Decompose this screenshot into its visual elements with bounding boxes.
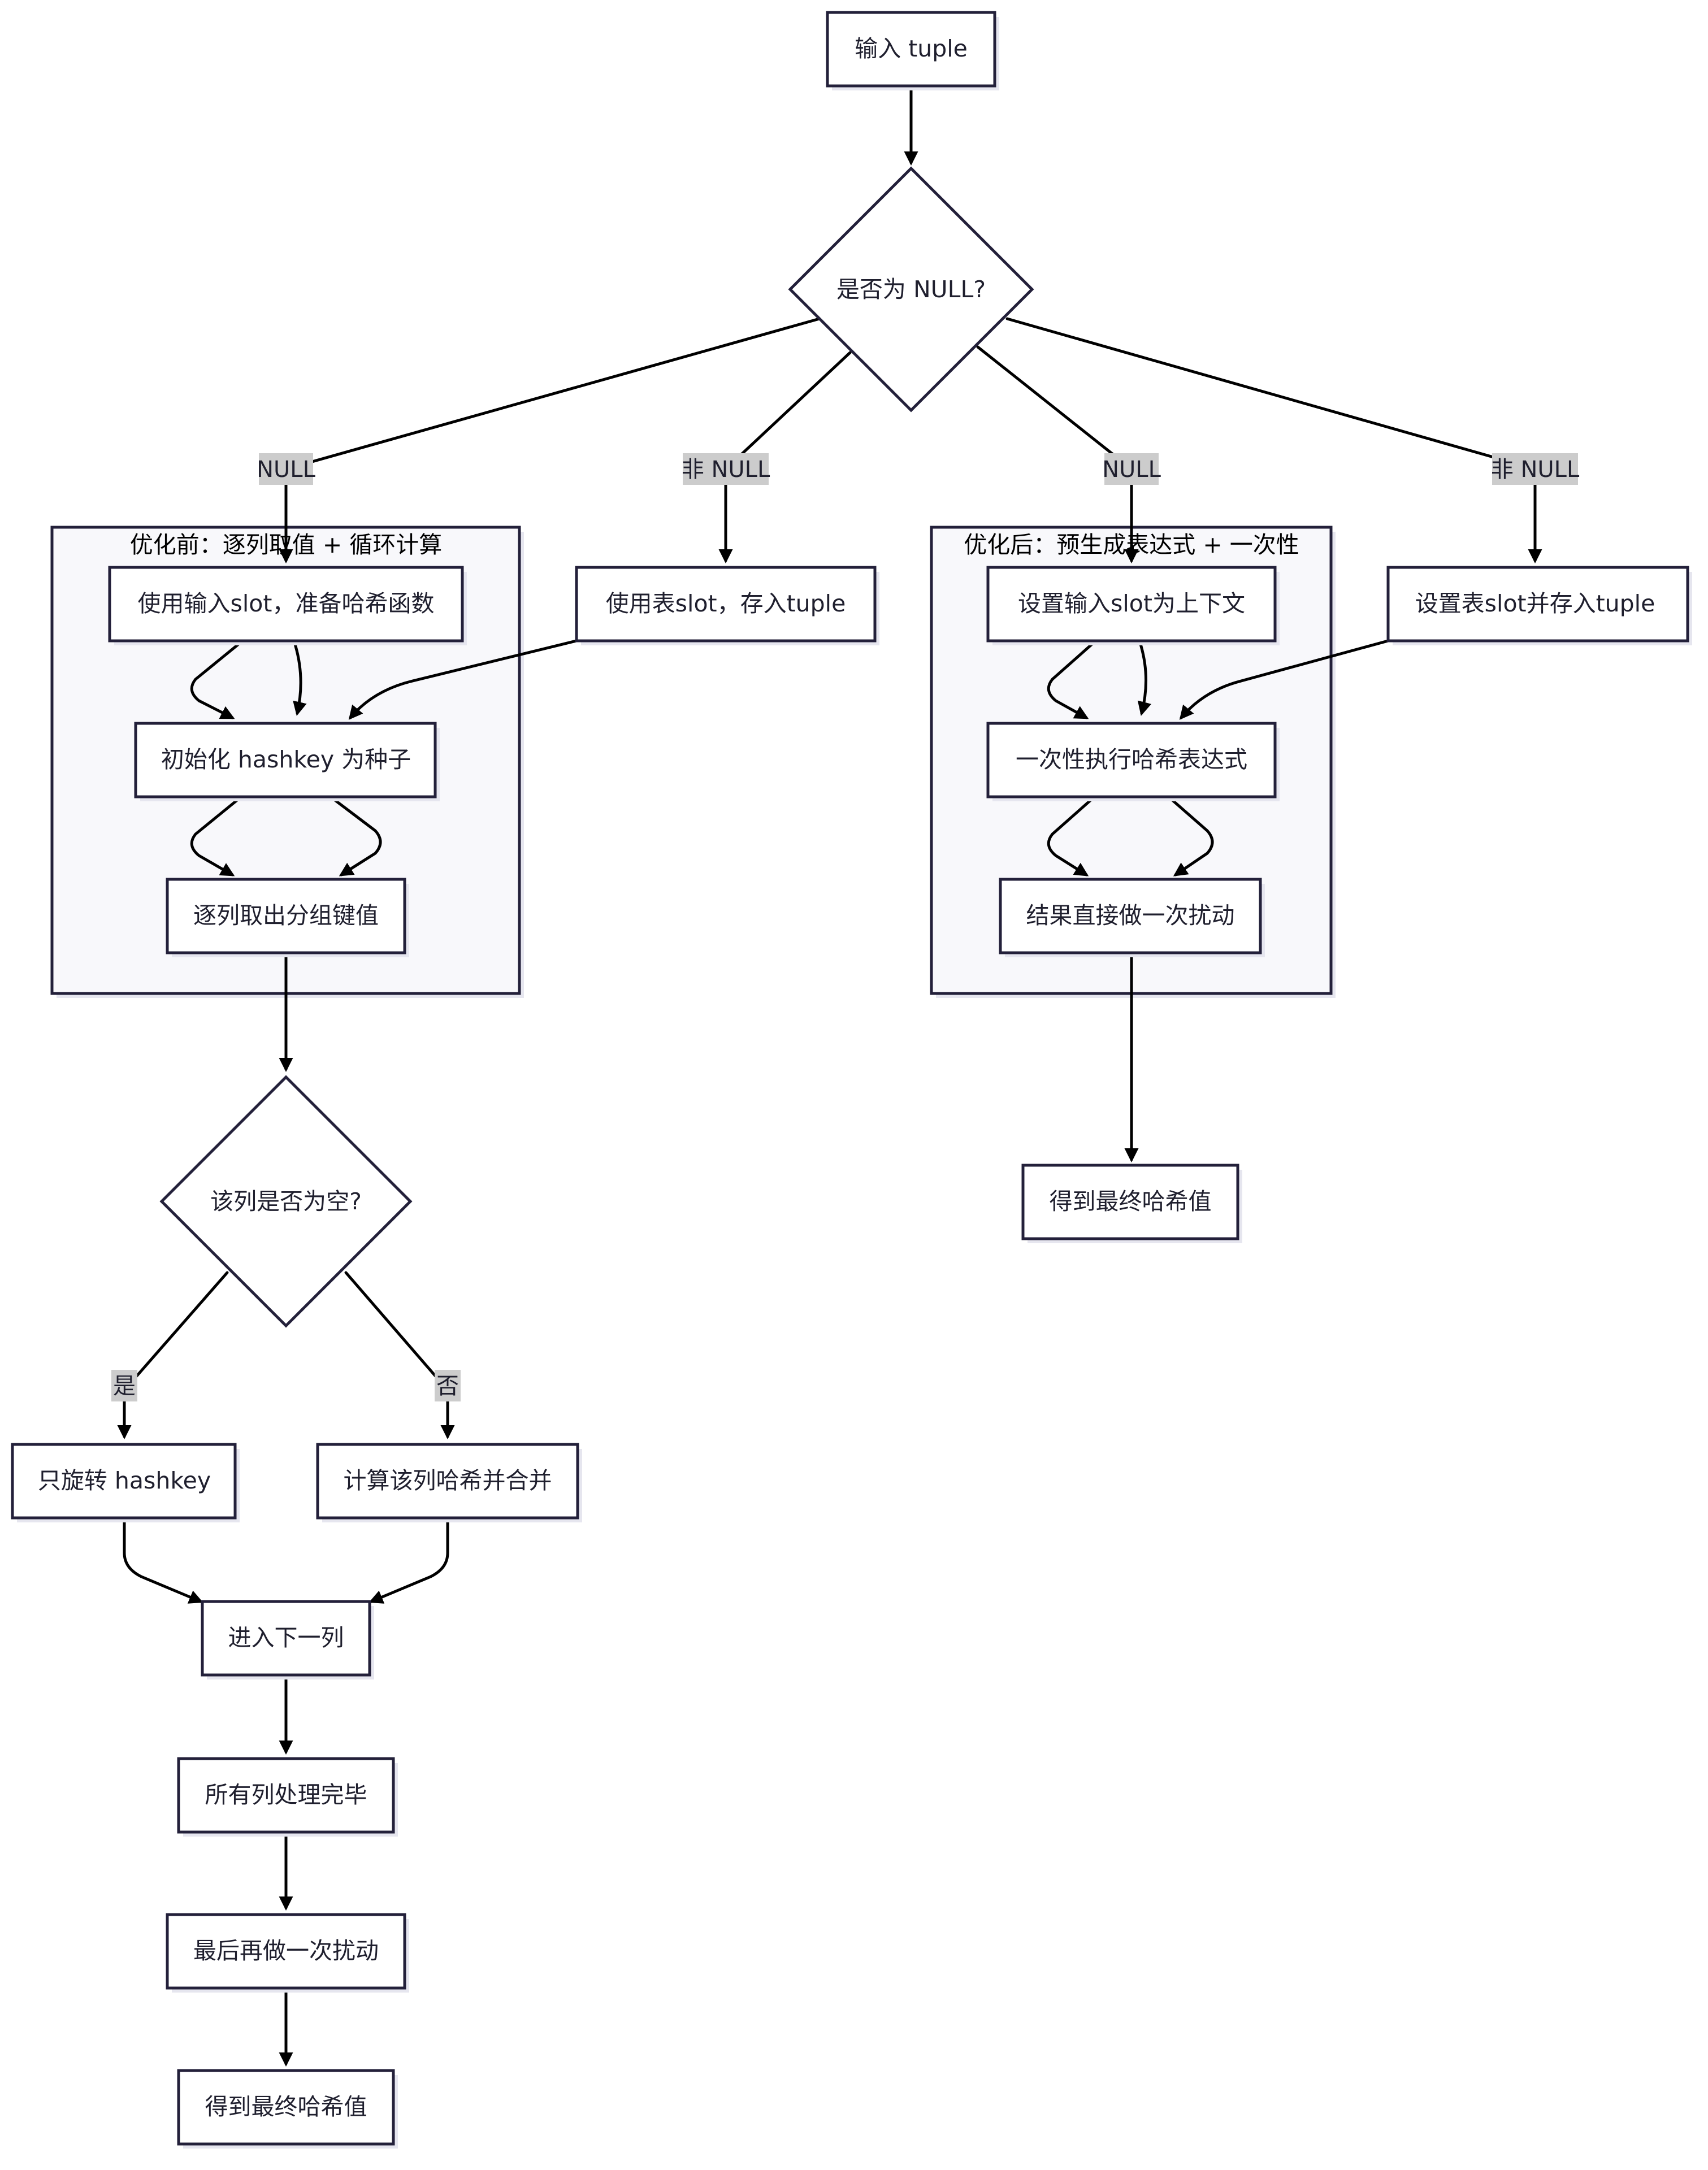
svg-text:使用表slot，存入tuple: 使用表slot，存入tuple <box>606 590 846 617</box>
node-use-table-slot: 使用表slot，存入tuple <box>575 566 879 645</box>
node-init-hashkey: 初始化 hashkey 为种子 <box>134 722 440 801</box>
edge-label-notnull-right: 非 NULL <box>1491 453 1580 485</box>
svg-text:只旋转 hashkey: 只旋转 hashkey <box>38 1467 211 1494</box>
edge-ctx-to-exec-a <box>1047 643 1094 719</box>
edge-label-null-left: NULL <box>257 453 316 485</box>
edge-label-yes: 是 <box>111 1370 137 1401</box>
svg-text:设置输入slot为上下文: 设置输入slot为上下文 <box>1018 590 1245 617</box>
node-use-input-slot: 使用输入slot，准备哈希函数 <box>108 566 467 645</box>
svg-text:输入 tuple: 输入 tuple <box>855 35 968 62</box>
node-is-null-decision: 是否为 NULL? <box>788 166 1034 413</box>
svg-text:是否为 NULL?: 是否为 NULL? <box>836 276 986 303</box>
svg-text:得到最终哈希值: 得到最终哈希值 <box>1050 1188 1212 1215</box>
edge-label-no: 否 <box>435 1370 461 1401</box>
edge-label-null-right: NULL <box>1102 453 1161 485</box>
edges <box>117 86 1542 2067</box>
node-final-hash-right: 得到最终哈希值 <box>1021 1164 1242 1243</box>
svg-text:进入下一列: 进入下一列 <box>228 1624 344 1651</box>
svg-text:是: 是 <box>113 1373 136 1399</box>
svg-text:初始化 hashkey 为种子: 初始化 hashkey 为种子 <box>161 746 411 773</box>
node-rotate-only: 只旋转 hashkey <box>11 1443 240 1522</box>
svg-text:否: 否 <box>436 1373 459 1399</box>
svg-text:最后再做一次扰动: 最后再做一次扰动 <box>193 1937 379 1964</box>
svg-text:NULL: NULL <box>257 457 315 483</box>
edge-exec-to-perturb-b <box>1169 797 1214 876</box>
node-final-perturb: 最后再做一次扰动 <box>166 1913 409 1993</box>
svg-text:计算该列哈希并合并: 计算该列哈希并合并 <box>344 1467 552 1494</box>
edge-rotate-to-next <box>123 1520 203 1604</box>
edge-empty-no <box>344 1271 455 1439</box>
edge-decision-null-left <box>279 317 821 563</box>
edge-init-to-fetch-a <box>190 797 240 876</box>
svg-text:得到最终哈希值: 得到最终哈希值 <box>205 2093 367 2120</box>
svg-text:所有列处理完毕: 所有列处理完毕 <box>205 1781 367 1808</box>
svg-text:非 NULL: 非 NULL <box>682 457 770 483</box>
node-compute-merge: 计算该列哈希并合并 <box>316 1443 582 1522</box>
node-input: 输入 tuple <box>826 11 999 90</box>
svg-text:非 NULL: 非 NULL <box>1491 457 1580 483</box>
node-col-is-empty-decision: 该列是否为空? <box>159 1075 413 1328</box>
edge-init-to-fetch-b <box>332 797 382 876</box>
node-all-done: 所有列处理完毕 <box>177 1757 398 1837</box>
edge-label-notnull-left: 非 NULL <box>682 453 770 485</box>
svg-text:该列是否为空?: 该列是否为空? <box>210 1188 362 1215</box>
node-fetch-columns: 逐列取出分组键值 <box>166 878 409 957</box>
node-set-input-ctx: 设置输入slot为上下文 <box>986 566 1280 645</box>
edge-input-slot-to-init-b <box>293 643 307 716</box>
node-exec-once: 一次性执行哈希表达式 <box>986 722 1280 801</box>
edge-table-slot-to-init <box>348 639 578 720</box>
svg-text:逐列取出分组键值: 逐列取出分组键值 <box>193 902 379 929</box>
edge-decision-notnull-right <box>1005 317 1542 563</box>
node-next-column: 进入下一列 <box>201 1600 374 1679</box>
edge-tableset-to-exec <box>1179 639 1390 720</box>
edge-merge-to-next <box>369 1520 449 1604</box>
node-direct-perturb: 结果直接做一次扰动 <box>999 878 1265 957</box>
svg-text:NULL: NULL <box>1102 457 1161 483</box>
edge-empty-yes <box>117 1271 229 1439</box>
svg-text:设置表slot并存入tuple: 设置表slot并存入tuple <box>1415 590 1655 617</box>
svg-text:结果直接做一次扰动: 结果直接做一次扰动 <box>1026 902 1235 929</box>
svg-text:使用输入slot，准备哈希函数: 使用输入slot，准备哈希函数 <box>138 590 435 617</box>
node-set-table-slot: 设置表slot并存入tuple <box>1386 566 1692 645</box>
edge-ctx-to-exec-b <box>1137 643 1152 716</box>
node-final-hash-left: 得到最终哈希值 <box>177 2069 398 2149</box>
edge-input-slot-to-init-a <box>190 643 240 719</box>
edge-exec-to-perturb-a <box>1047 797 1094 876</box>
svg-text:一次性执行哈希表达式: 一次性执行哈希表达式 <box>1016 746 1247 773</box>
